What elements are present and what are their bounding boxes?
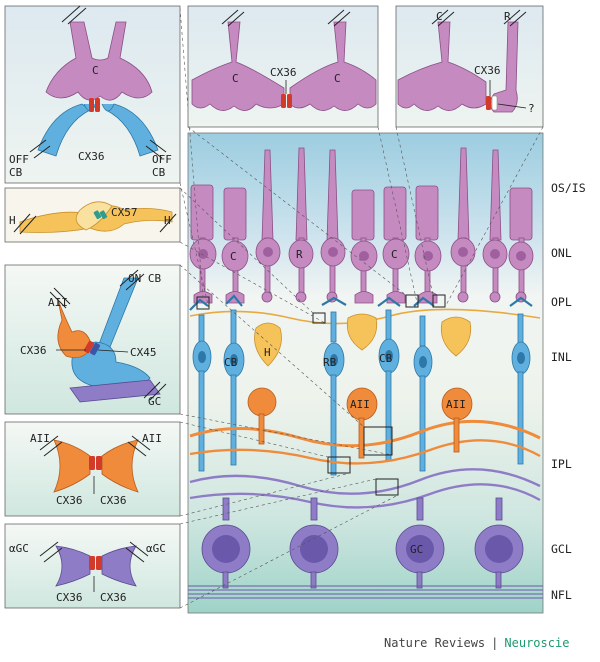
panel-label-cx36-right: CX36 [100,494,127,507]
footer-separator: | [491,636,499,650]
cx36-marker [83,340,95,354]
panel-label-agc-left: αGC [9,542,29,555]
ganglion-dendrites [189,468,541,509]
cx36-marker [96,556,102,570]
panel-agc-agc: αGC αGC CX36 CX36 [4,523,181,609]
panel-label-cone: C [92,64,99,77]
layer-label-os-is: OS/IS [551,181,586,195]
panel-label-unknown: ? [528,102,535,115]
panel-label-offcb-right-2: CB [152,166,166,179]
cx36-marker [287,94,292,108]
cell-label-horizontal: H [264,346,271,359]
layer-label-opl: OPL [551,295,572,309]
junction-markers [196,294,446,496]
panel-label-offcb-left-1: OFF [9,153,29,166]
panel-label-cx36-right: CX36 [100,591,127,604]
panel-label-h-right: H [164,214,171,227]
cx45-marker [89,342,101,356]
panel-label-cx36-left: CX36 [56,494,83,507]
panel-label-rod: R [504,10,511,23]
cx36-marker [89,556,95,570]
cx57-marker [99,210,108,220]
connexin-marker [95,98,100,112]
journal-name: Nature Reviews [384,636,486,650]
panel-aii-aii: AII AII CX36 CX36 [4,421,181,517]
panel-label-cone: C [436,10,443,23]
panel-label-agc-right: αGC [146,542,166,555]
bipolar-nuclei [198,350,525,368]
panel-label-gc: GC [148,395,161,408]
panel-label-offcb-left-2: CB [9,166,23,179]
unknown-connexin-marker [491,95,498,111]
cx36-marker [486,96,491,110]
panel-label-cone-left: C [232,72,239,85]
panel-label-h-left: H [9,214,16,227]
cell-label-cone: C [230,250,237,263]
panel-label-cx36: CX36 [20,344,47,357]
main-retina-panel: C R C [187,132,544,614]
horizontal-cells [254,313,472,367]
layer-label-nfl: NFL [551,588,572,602]
cell-label-cone-2: C [391,248,398,261]
cell-label-amacrine-2: AII [446,398,466,411]
cell-label-rod: R [296,248,303,261]
layer-label-inl: INL [551,350,572,364]
cell-label-bipolar-2: CB [379,352,393,365]
panel-label-cx36-left: CX36 [56,591,83,604]
journal-footer: Nature Reviews | Neuroscie [384,636,569,650]
nerve-fibers [188,585,543,599]
panel-cone-offcb: C CX36 OFF CB OFF CB [4,5,181,184]
panel-label-connexin: CX36 [78,150,105,163]
panel-label-offcb-right-1: OFF [152,153,172,166]
ganglion-nuclei [212,535,513,563]
panel-label-cx57: CX57 [111,206,138,219]
layer-label-gcl: GCL [551,542,572,556]
panel-label-cone-right: C [334,72,341,85]
cx36-marker [281,94,286,108]
panel-label-oncb: ON CB [128,272,161,285]
panel-frame [395,5,544,128]
panel-label-aii: AII [48,296,68,309]
panel-label-cx36: CX36 [270,66,297,79]
panel-aii-oncb: AII ON CB CX36 CX45 GC [4,264,181,415]
panel-cone-cone: C CX36 C [187,5,379,128]
cell-label-rod-bipolar: RB [323,356,337,369]
cell-label-bipolar: CB [224,356,238,369]
panel-label-cx36: CX36 [474,64,501,77]
panel-horizontal: H CX57 H [4,187,181,243]
cell-label-amacrine: AII [350,398,370,411]
layer-label-ipl: IPL [551,457,572,471]
photoreceptor-nuclei [198,247,526,261]
journal-section: Neuroscie [504,636,570,650]
cell-label-ganglion: GC [410,543,423,556]
panel-cone-rod: C R CX36 ? [395,5,544,128]
panel-label-aii-right: AII [142,432,162,445]
cx36-marker [96,456,102,470]
layer-label-onl: ONL [551,246,572,260]
panel-label-aii-left: AII [30,432,50,445]
layer-labels: OS/IS ONL OPL INL IPL GCL NFL [551,181,586,602]
cx36-marker [89,456,95,470]
cx57-marker [93,210,102,220]
amacrine-cells [189,387,541,465]
leader-lines [179,7,544,609]
connexin-marker [89,98,94,112]
panel-label-cx45: CX45 [130,346,157,359]
